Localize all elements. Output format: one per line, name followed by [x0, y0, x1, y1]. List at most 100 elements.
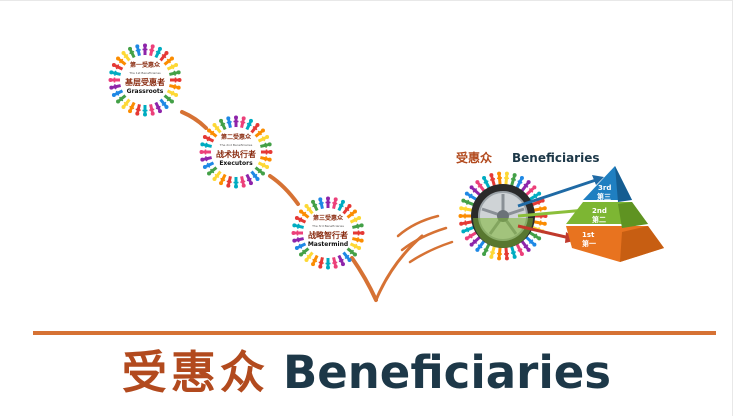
- person-arms: [264, 156, 268, 162]
- circle-zh-role: 战略智行者: [308, 230, 348, 240]
- swoosh-line-1: [396, 214, 440, 238]
- person-arms: [344, 254, 350, 259]
- pyramid-tier-mid-side: [618, 202, 648, 228]
- people-ring-icon: [458, 171, 548, 261]
- person-head: [489, 173, 494, 178]
- wheel-with-people-ring: [458, 171, 548, 261]
- page-title-en: Beneficiaries: [282, 346, 612, 399]
- person-head: [526, 180, 531, 185]
- person-arms: [338, 258, 344, 263]
- person-head: [469, 185, 474, 190]
- person-head: [150, 111, 155, 116]
- person-arms: [149, 108, 155, 112]
- person-head: [352, 252, 357, 257]
- pyramid-mid-ordinal: 2nd: [592, 207, 607, 215]
- person-head: [128, 46, 133, 51]
- person-head: [164, 51, 169, 56]
- person-arms: [170, 64, 175, 70]
- person-head: [357, 216, 362, 221]
- person-head: [143, 112, 147, 117]
- beneficiaries-label: 受惠众 Beneficiaries: [456, 150, 600, 165]
- people-ring-icon: [291, 196, 365, 270]
- person-head: [212, 123, 217, 128]
- person-arms: [246, 177, 252, 182]
- check-swoosh: [350, 214, 454, 302]
- pyramid-tier-bottom-side: [620, 226, 664, 262]
- person-head: [291, 231, 296, 235]
- circle-zh-role: 基层受惠者: [124, 77, 165, 87]
- person-head: [532, 242, 537, 247]
- person-head: [318, 264, 323, 269]
- person-arms: [135, 108, 141, 112]
- person-arms: [489, 251, 496, 254]
- person-head: [174, 92, 179, 97]
- person-arms: [257, 130, 262, 136]
- page-title-zh: 受惠众: [121, 346, 269, 399]
- person-head: [333, 197, 338, 202]
- person-arms: [477, 183, 483, 188]
- person-head: [469, 242, 474, 247]
- person-head: [111, 63, 116, 68]
- people-ring-icon: [199, 115, 273, 189]
- person-arms: [115, 90, 120, 96]
- person-arms: [312, 258, 318, 263]
- person-arms: [173, 70, 177, 76]
- person-head: [360, 231, 365, 235]
- circle-zh-header: 第一受惠众: [129, 61, 161, 69]
- pyramid-bottom-zh: 第一: [582, 239, 596, 248]
- person-head: [292, 238, 297, 243]
- connector-1-2: [180, 110, 208, 130]
- person-arms: [353, 217, 358, 223]
- person-head: [333, 264, 338, 269]
- person-head: [359, 223, 364, 228]
- person-arms: [119, 96, 124, 102]
- person-arms: [206, 162, 211, 168]
- person-head: [143, 43, 147, 48]
- person-arms: [338, 203, 344, 208]
- person-arms: [206, 136, 211, 142]
- person-head: [459, 206, 464, 211]
- person-head: [497, 256, 502, 261]
- person-head: [318, 197, 323, 202]
- person-arms: [123, 54, 129, 59]
- person-head: [311, 199, 316, 204]
- person-head: [121, 51, 126, 56]
- swoosh-line-3: [408, 240, 454, 264]
- person-arms: [129, 50, 135, 55]
- person-arms: [302, 211, 307, 217]
- arrowhead-top: [592, 175, 604, 185]
- person-arms: [517, 248, 523, 252]
- person-head: [157, 109, 162, 114]
- person-head: [255, 123, 260, 128]
- person-arms: [155, 50, 161, 55]
- person-head: [326, 265, 330, 270]
- person-arms: [528, 239, 534, 244]
- person-head: [108, 78, 113, 82]
- person-arms: [113, 70, 117, 76]
- person-head: [311, 262, 316, 267]
- person-head: [542, 221, 547, 226]
- person-head: [265, 164, 270, 169]
- wheel-fill: [473, 218, 533, 248]
- person-head: [260, 171, 265, 176]
- person-arms: [533, 233, 538, 239]
- person-head: [207, 128, 212, 133]
- circle-third-beneficiaries: 第三受惠众 The 3rd Beneficiaries 战略智行者 Master…: [291, 196, 365, 270]
- person-head: [482, 175, 487, 180]
- person-arms: [349, 211, 354, 217]
- connector-lines: [180, 110, 300, 206]
- person-head: [357, 245, 362, 250]
- person-arms: [528, 188, 534, 193]
- person-arms: [298, 243, 303, 249]
- person-head: [294, 245, 299, 250]
- circle-en-header: The 2nd Beneficiaries: [219, 143, 253, 147]
- person-head: [169, 56, 174, 61]
- person-head: [461, 198, 466, 203]
- person-head: [304, 257, 309, 262]
- person-head: [512, 173, 517, 178]
- person-arms: [464, 220, 467, 226]
- person-head: [537, 236, 542, 241]
- person-arms: [489, 178, 496, 181]
- person-arms: [468, 193, 473, 199]
